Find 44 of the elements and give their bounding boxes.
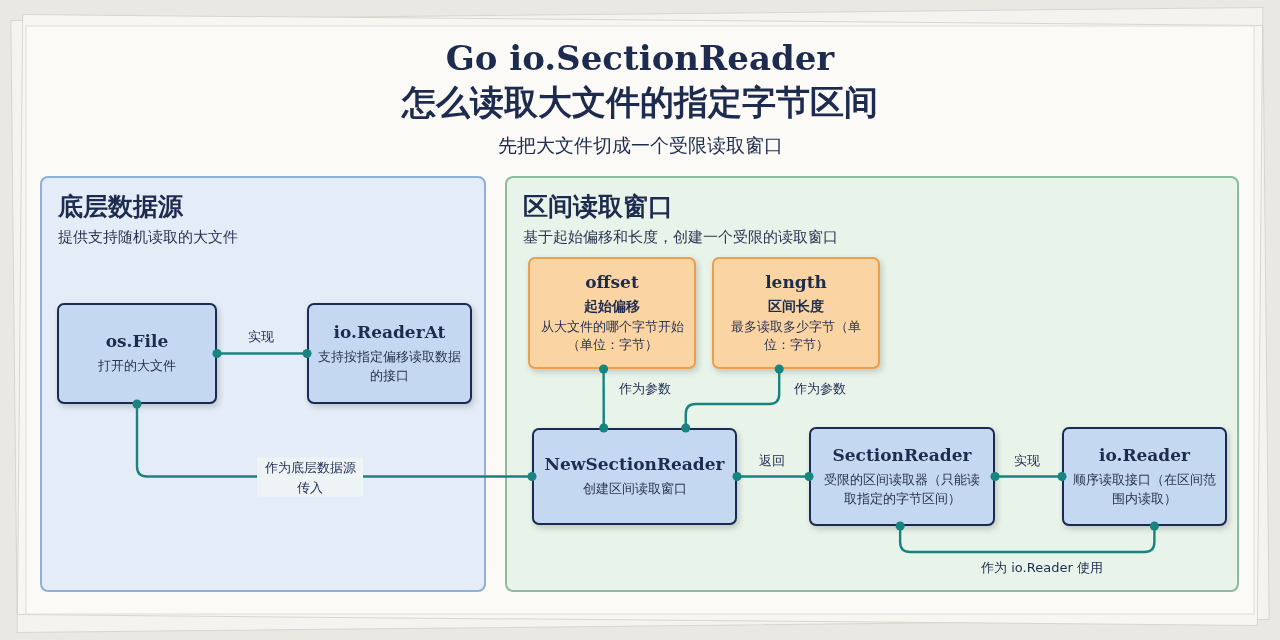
connector [599,364,609,433]
node-title: io.Reader [1098,445,1190,466]
connector [212,348,312,359]
parameter-box [712,257,880,369]
group-subtitle: 基于起始偏移和长度，创建一个受限的读取窗口 [523,228,838,247]
process-box [532,428,737,525]
group-heading: 底层数据源 [58,191,183,223]
node-title: io.ReaderAt [333,322,446,343]
parameter-box [528,257,696,369]
node-title: NewSectionReader [544,454,725,475]
node-description: 创建区间读取窗口 [582,480,687,499]
connector [732,471,814,482]
node-title: SectionReader [832,445,972,466]
node-title: offset [585,271,639,292]
edge-label: 实现 [247,328,275,347]
edge-label: 实现 [1013,452,1041,471]
node-subtitle: 区间长度 [768,297,824,316]
process-box [307,303,472,404]
edge-label: 作为 io.Reader 使用 [980,559,1104,578]
edge-label: 作为参数 [793,380,847,399]
connector [990,471,1067,482]
group-subtitle: 提供支持随机读取的大文件 [58,228,238,247]
node-description: 从大文件的哪个字节开始（单位：字节） [539,317,685,354]
edge-label: 作为底层数据源传入 [257,457,363,497]
title: Go io.SectionReader 怎么读取大文件的指定字节区间 [400,37,879,124]
node-title: length [765,271,827,292]
connector [895,521,1159,554]
node-title: os.File [105,331,169,352]
group-panel [40,176,486,592]
connector [681,364,784,433]
node-description: 最多读取多少字节（单位：字节） [730,317,862,354]
subtitle: 先把大文件切成一个受限读取窗口 [496,133,784,158]
edge-label: 作为参数 [618,380,672,399]
node-subtitle: 起始偏移 [584,297,640,316]
group-panel [505,176,1239,592]
edge-label: 返回 [758,452,786,471]
group-heading: 区间读取窗口 [523,191,673,223]
node-description: 打开的大文件 [98,357,176,376]
process-box [809,427,995,526]
process-box [57,303,217,404]
node-description: 支持按指定偏移读取数据的接口 [317,348,462,385]
node-description: 受限的区间读取器（只能读取指定的字节区间） [823,471,981,508]
process-box [1062,427,1227,526]
node-description: 顺序读取接口（在区间范围内读取） [1072,471,1217,508]
